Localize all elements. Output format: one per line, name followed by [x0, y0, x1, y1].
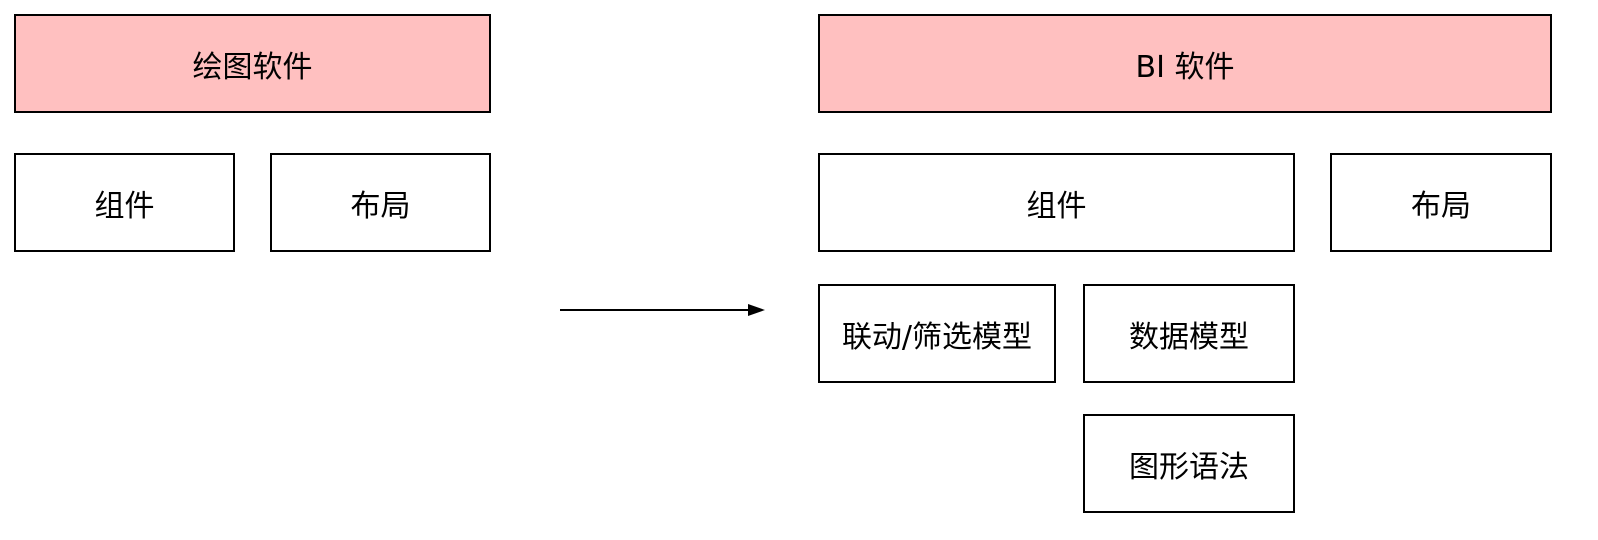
right-layout-label: 布局: [1411, 188, 1471, 224]
left-component-label: 组件: [94, 188, 155, 224]
left-header-label: 绘图软件: [192, 49, 313, 85]
grammar-of-graphics-box: 图形语法: [1083, 414, 1295, 513]
right-header-box: BI 软件: [818, 14, 1552, 113]
right-component-box: 组件: [818, 153, 1295, 252]
right-header-label: BI 软件: [1135, 49, 1235, 85]
right-layout-box: 布局: [1330, 153, 1552, 252]
transition-arrow: [560, 304, 765, 316]
linkage-filter-model-box: 联动/筛选模型: [818, 284, 1056, 383]
left-component-box: 组件: [14, 153, 235, 252]
grammar-of-graphics-label: 图形语法: [1129, 449, 1249, 485]
linkage-filter-model-label: 联动/筛选模型: [841, 319, 1033, 355]
left-layout-label: 布局: [350, 188, 411, 224]
data-model-box: 数据模型: [1083, 284, 1295, 383]
right-component-label: 组件: [1026, 188, 1087, 224]
data-model-label: 数据模型: [1129, 319, 1249, 355]
left-header-box: 绘图软件: [14, 14, 491, 113]
arrow-head: [748, 304, 765, 316]
left-layout-box: 布局: [270, 153, 491, 252]
